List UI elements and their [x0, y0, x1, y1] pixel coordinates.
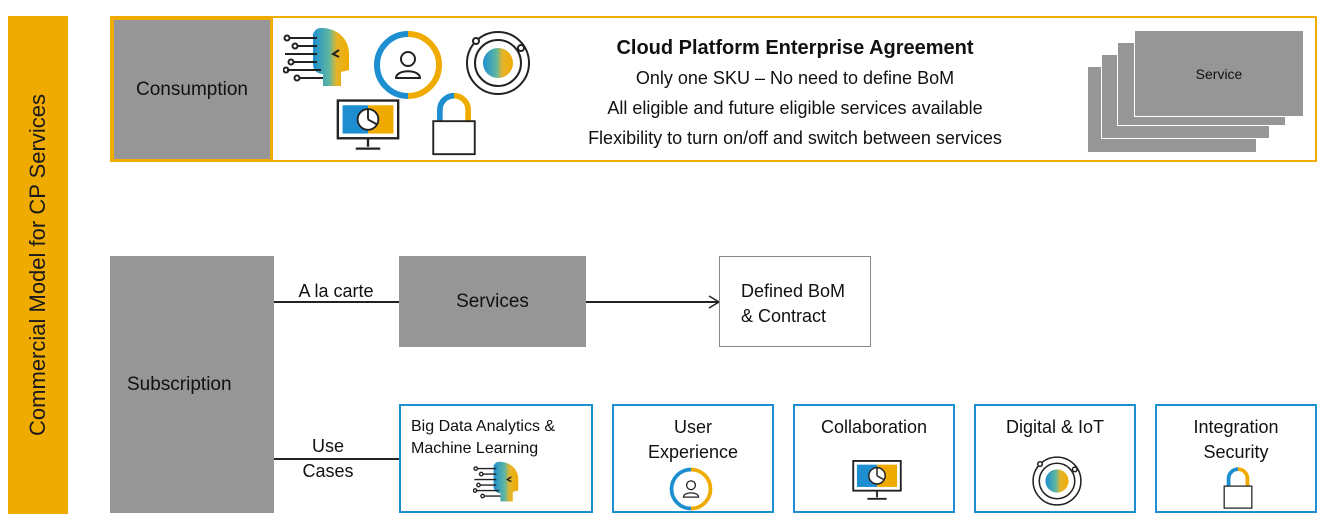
- services-box: Services: [399, 256, 586, 347]
- consumption-label: Consumption: [136, 78, 248, 100]
- agreement-text: Cloud Platform Enterprise Agreement Only…: [540, 33, 1050, 153]
- agreement-title: Cloud Platform Enterprise Agreement: [616, 37, 974, 59]
- use-cases-label: Use Cases: [278, 434, 378, 484]
- bom-line: & Contract: [741, 306, 827, 326]
- agreement-line: Only one SKU – No need to define BoM: [635, 68, 955, 88]
- ai-head-icon: [473, 459, 521, 507]
- use-case-title: Security: [1203, 442, 1269, 462]
- ai-head-icon: [283, 24, 353, 94]
- use-case-title-text: Digital & IoT: [1005, 417, 1105, 437]
- sidebar-title: Commercial Model for CP Services: [25, 94, 51, 436]
- use-case-title: Integration: [1193, 417, 1279, 437]
- use-cases-line: Use: [311, 436, 344, 456]
- monitor-chart-icon: [851, 458, 903, 504]
- bom-line: Defined BoM: [741, 281, 846, 301]
- use-case-collaboration: Collaboration: [793, 404, 955, 513]
- user-icon: [669, 467, 713, 511]
- subscription-label: Subscription: [127, 373, 232, 395]
- consumption-box: Consumption: [111, 17, 273, 162]
- use-case-title: Collaboration: [820, 417, 928, 437]
- connector-use-cases: [274, 458, 399, 460]
- use-case-title: User: [673, 417, 712, 437]
- agreement-line: All eligible and future eligible service…: [607, 98, 983, 118]
- services-label: Services: [456, 290, 529, 312]
- use-case-title: Experience: [647, 442, 739, 462]
- user-icon: [373, 30, 443, 100]
- use-case-title: Big Data Analytics &: [411, 418, 556, 435]
- use-case-title: Digital & IoT: [976, 415, 1134, 440]
- lock-icon: [430, 91, 478, 157]
- use-case-integration-security: Integration Security: [1155, 404, 1317, 513]
- use-case-digital-iot: Digital & IoT: [974, 404, 1136, 513]
- agreement-line: Flexibility to turn on/off and switch be…: [588, 128, 1002, 148]
- use-case-title: Machine Learning: [411, 440, 539, 457]
- orbit-icon: [463, 28, 533, 98]
- connector-services-to-bom: [586, 301, 718, 303]
- bom-box: Defined BoM & Contract: [719, 256, 871, 347]
- sidebar-band: Commercial Model for CP Services: [8, 16, 68, 514]
- orbit-icon: [1030, 454, 1084, 508]
- a-la-carte-label: A la carte: [298, 281, 374, 301]
- monitor-chart-icon: [335, 97, 401, 155]
- service-card-front: Service: [1134, 30, 1304, 117]
- service-label: Service: [1195, 65, 1243, 82]
- subscription-box: Subscription: [110, 256, 274, 513]
- use-case-user-experience: User Experience: [612, 404, 774, 513]
- use-case-big-data: Big Data Analytics & Machine Learning: [399, 404, 593, 513]
- connector-a-la-carte: [274, 301, 399, 303]
- use-cases-line: Cases: [302, 461, 354, 481]
- lock-icon: [1222, 466, 1254, 510]
